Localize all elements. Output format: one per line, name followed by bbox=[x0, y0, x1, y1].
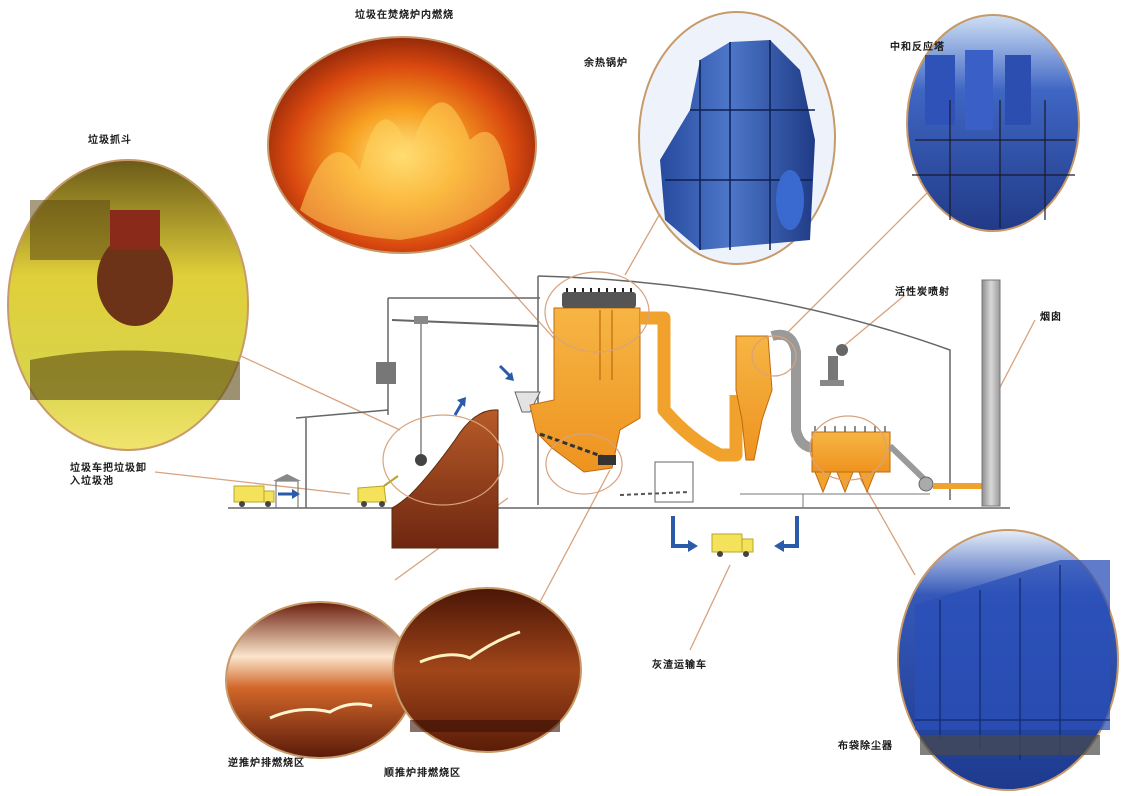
leader-furnace bbox=[469, 244, 561, 346]
leader-carbon bbox=[844, 294, 906, 346]
callout-circles bbox=[382, 271, 887, 506]
ash-truck bbox=[711, 533, 754, 557]
fan-duct bbox=[887, 443, 928, 483]
garbage-truck-1 bbox=[233, 485, 275, 507]
id-fan bbox=[918, 476, 934, 492]
leader-chimney bbox=[995, 319, 1036, 396]
ash-arrow-left bbox=[671, 516, 690, 548]
leader-truck bbox=[154, 471, 351, 495]
bunker-building bbox=[387, 297, 540, 415]
leader-grab bbox=[227, 349, 401, 431]
furnace-body bbox=[529, 307, 641, 473]
reaction-tower bbox=[735, 335, 773, 461]
label-reverse-grate: 逆推炉排燃烧区 bbox=[228, 758, 305, 769]
process-arrows bbox=[278, 364, 799, 552]
label-bag-filter: 布袋除尘器 bbox=[838, 741, 893, 752]
ash-arrow-right bbox=[782, 516, 799, 548]
control-room bbox=[376, 362, 396, 384]
leader-bag bbox=[859, 477, 916, 576]
leader-lines bbox=[154, 189, 1036, 651]
label-waste-heat-boiler: 余热锅炉 bbox=[584, 58, 628, 69]
label-ash-truck: 灰渣运输车 bbox=[652, 660, 707, 671]
label-chimney: 烟囱 bbox=[1040, 312, 1062, 323]
grate bbox=[539, 432, 613, 462]
crane-trolley bbox=[414, 316, 428, 324]
tipping-hall bbox=[295, 409, 389, 508]
ash-bin bbox=[598, 455, 616, 465]
photo-reverse-grate bbox=[225, 601, 415, 759]
photo-bag-filter bbox=[897, 529, 1119, 791]
flue-duct bbox=[640, 311, 743, 462]
photo-neutralization-tower bbox=[906, 14, 1080, 232]
crane-rail bbox=[391, 319, 539, 327]
bag-filter-unit bbox=[811, 426, 891, 494]
label-truck-unload: 垃圾车把垃圾卸入垃圾池 bbox=[70, 463, 147, 487]
photo-forward-grate bbox=[392, 587, 582, 753]
waste-pit bbox=[391, 409, 499, 549]
leader-tower bbox=[779, 189, 931, 341]
chimney bbox=[981, 279, 1001, 507]
garbage-truck-2 bbox=[357, 475, 399, 507]
label-activated-carbon: 活性炭喷射 bbox=[895, 287, 950, 298]
photo-furnace-burning bbox=[267, 36, 537, 254]
label-forward-grate: 顺推炉排燃烧区 bbox=[384, 768, 461, 779]
ash-hopper bbox=[654, 461, 694, 503]
boiler-pass bbox=[599, 310, 613, 380]
grab-up-arrow bbox=[453, 402, 464, 416]
crane-grab-symbol bbox=[415, 454, 427, 466]
plant-schematic bbox=[228, 275, 1010, 549]
gas-duct bbox=[770, 329, 816, 453]
carbon-injector bbox=[820, 344, 848, 386]
leader-ash bbox=[689, 564, 731, 651]
building-roof bbox=[537, 275, 951, 500]
photo-waste-heat-boiler bbox=[638, 11, 836, 265]
label-furnace-burning: 垃圾在焚烧炉内燃烧 bbox=[355, 10, 454, 21]
drum-ticks bbox=[566, 288, 632, 292]
leader-forward bbox=[539, 469, 611, 603]
feed-hopper bbox=[514, 391, 541, 413]
label-neutralization-tower: 中和反应塔 bbox=[890, 42, 945, 53]
boiler-drum bbox=[562, 292, 636, 308]
feed-arrow bbox=[498, 364, 512, 378]
leader-boiler bbox=[624, 209, 663, 276]
label-grab-bucket: 垃圾抓斗 bbox=[88, 135, 132, 146]
photo-grab-bucket bbox=[7, 159, 249, 451]
